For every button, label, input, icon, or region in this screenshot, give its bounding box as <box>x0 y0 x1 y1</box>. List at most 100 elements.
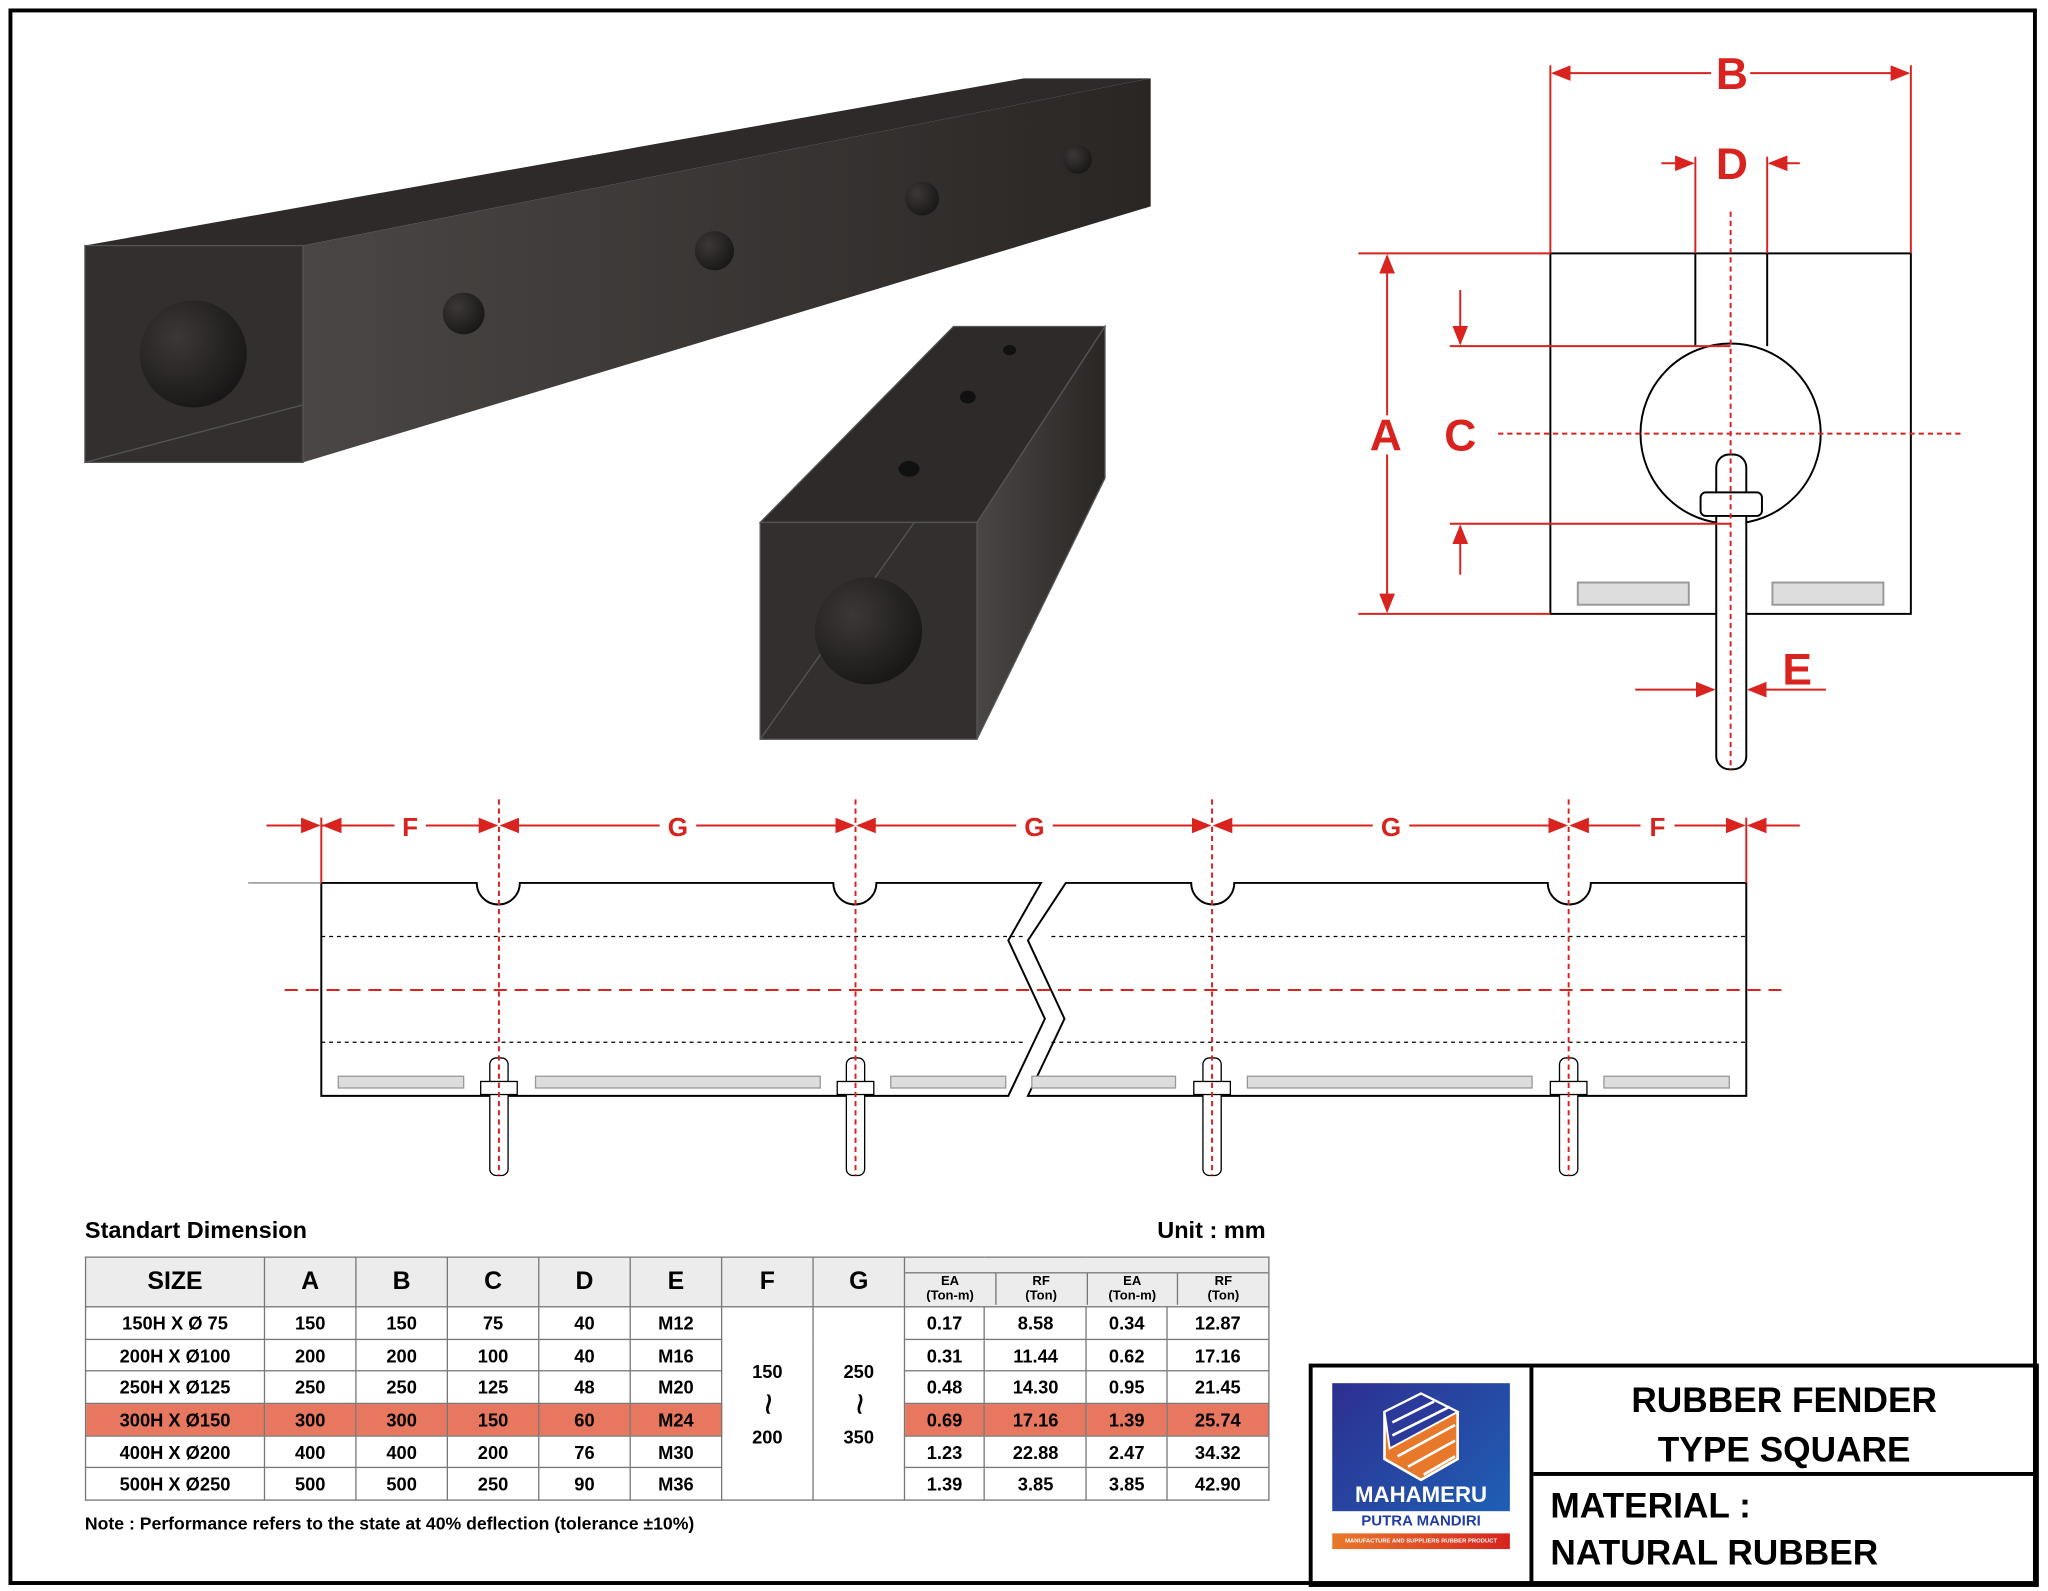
perf-header: RF(Ton) <box>1177 1272 1268 1305</box>
logo-subtitle: PUTRA MANDIRI <box>1361 1513 1481 1530</box>
table-cell: 40 <box>538 1306 631 1340</box>
table-cell: 22.88 <box>983 1435 1088 1469</box>
material-label: MATERIAL :NATURAL RUBBER <box>1550 1486 1879 1573</box>
dim-label-a: A <box>1370 412 1402 461</box>
table-cell: 250 <box>355 1370 448 1405</box>
table-cell: M36 <box>629 1467 723 1501</box>
table-cell: 0.34 <box>1086 1306 1168 1340</box>
table-cell: 0.69 <box>903 1402 986 1437</box>
table-cell: 8.58 <box>983 1306 1088 1340</box>
table-cell: 200 <box>263 1338 357 1372</box>
col-g: G <box>812 1256 906 1308</box>
dim-label-e: E <box>1782 645 1812 694</box>
table-cell: 500H X Ø250 <box>84 1467 266 1501</box>
table-cell: 3.85 <box>1086 1467 1168 1501</box>
table-cell: 300 <box>355 1402 448 1437</box>
dim-label-g-3: G <box>1381 812 1401 842</box>
table-cell: 125 <box>446 1370 540 1405</box>
table-cell: 17.16 <box>1166 1338 1270 1372</box>
table-cell: 250H X Ø125 <box>84 1370 266 1405</box>
logo-tagline: MANUFACTURE AND SUPPLIERS RUBBER PRODUCT <box>1332 1533 1510 1550</box>
table-cell: 250 <box>263 1370 357 1405</box>
table-cell: 11.44 <box>983 1338 1088 1372</box>
table-cell: M12 <box>629 1306 723 1340</box>
table-cell: M16 <box>629 1338 723 1372</box>
col-c: C <box>446 1256 540 1308</box>
dim-label-d: D <box>1716 140 1748 189</box>
col-d: D <box>538 1256 631 1308</box>
table-cell: 3.85 <box>983 1467 1088 1501</box>
company-logo: MAHAMERU PUTRA MANDIRI MANUFACTURE AND S… <box>1332 1383 1510 1566</box>
table-cell: 21.45 <box>1166 1370 1270 1405</box>
table-cell: 0.62 <box>1086 1338 1168 1372</box>
table-cell: M24 <box>629 1402 723 1437</box>
table-title: Standart Dimension <box>84 1217 307 1244</box>
table-cell: M20 <box>629 1370 723 1405</box>
dim-label-f-right: F <box>1649 812 1665 842</box>
table-cell: 200 <box>446 1435 540 1469</box>
table-cell: 1.39 <box>1086 1402 1168 1437</box>
table-cell: 76 <box>538 1435 631 1469</box>
table-cell: 60 <box>538 1402 631 1437</box>
col-f: F <box>720 1256 814 1308</box>
table-cell: 0.31 <box>903 1338 986 1372</box>
col-a: A <box>263 1256 357 1308</box>
table-cell: 400 <box>355 1435 448 1469</box>
table-cell: 200 <box>355 1338 448 1372</box>
table-cell: 1.23 <box>903 1435 986 1469</box>
table-cell: 150 <box>355 1306 448 1340</box>
g-range: 250~350 <box>812 1306 906 1501</box>
table-cell: 48 <box>538 1370 631 1405</box>
table-cell: 400H X Ø200 <box>84 1435 266 1469</box>
dim-label-c: C <box>1444 412 1476 461</box>
table-cell: 150 <box>263 1306 357 1340</box>
table-note: Note : Performance refers to the state a… <box>84 1513 695 1534</box>
f-range: 150~200 <box>720 1306 814 1501</box>
sheet-border <box>8 8 2037 1585</box>
table-cell: 2.47 <box>1086 1435 1168 1469</box>
table-cell: M30 <box>629 1435 723 1469</box>
dim-label-f-left: F <box>402 812 418 842</box>
dim-label-g-1: G <box>668 812 688 842</box>
unit-label: Unit : mm <box>1157 1217 1266 1244</box>
table-cell: 250 <box>446 1467 540 1501</box>
table-cell: 34.32 <box>1166 1435 1270 1469</box>
title-block: MAHAMERU PUTRA MANDIRI MANUFACTURE AND S… <box>1308 1363 2039 1587</box>
table-cell: 14.30 <box>983 1370 1088 1405</box>
long-beam-3d <box>84 78 1151 464</box>
table-cell: 0.48 <box>903 1370 986 1405</box>
table-cell: 12.87 <box>1166 1306 1270 1340</box>
table-cell: 42.90 <box>1166 1467 1270 1501</box>
table-cell: 17.16 <box>983 1402 1088 1437</box>
col-e: E <box>629 1256 723 1308</box>
dim-label-g-2: G <box>1024 812 1044 842</box>
table-cell: 0.17 <box>903 1306 986 1340</box>
table-cell: 200H X Ø100 <box>84 1338 266 1372</box>
perf-header: EA(Ton-m) <box>1086 1272 1177 1305</box>
table-cell: 40 <box>538 1338 631 1372</box>
table-cell: 100 <box>446 1338 540 1372</box>
cross-section-dimensions <box>1358 65 1964 771</box>
table-cell: 0.95 <box>1086 1370 1168 1405</box>
dimension-table: SIZE A B C D E F G EA(Ton-m)RF(Ton)EA(To… <box>84 1256 1270 1501</box>
logo-name: MAHAMERU <box>1355 1482 1488 1508</box>
table-cell: 90 <box>538 1467 631 1501</box>
col-size: SIZE <box>84 1256 266 1308</box>
col-b: B <box>355 1256 448 1308</box>
table-cell: 300H X Ø150 <box>84 1402 266 1437</box>
perf-header: EA(Ton-m) <box>926 1274 974 1303</box>
table-cell: 500 <box>263 1467 357 1501</box>
perf-header: RF(Ton) <box>994 1272 1086 1305</box>
table-cell: 25.74 <box>1166 1402 1270 1437</box>
table-cell: 1.39 <box>903 1467 986 1501</box>
table-cell: 75 <box>446 1306 540 1340</box>
logo-hexagon-icon <box>1383 1392 1460 1482</box>
